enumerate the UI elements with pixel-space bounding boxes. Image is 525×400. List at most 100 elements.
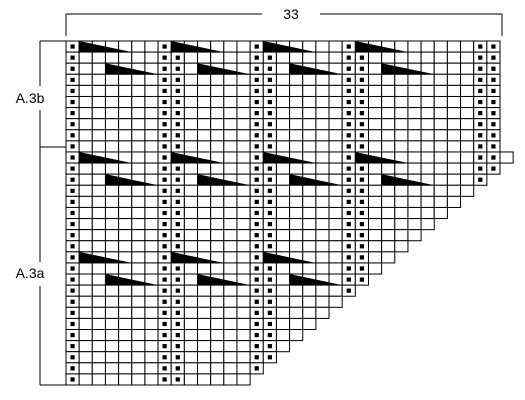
- purl-dot-symbol: [70, 177, 75, 182]
- chart-cell: [118, 362, 133, 375]
- chart-cell: [223, 95, 238, 109]
- chart-cell: [328, 229, 343, 242]
- chart-cell: [460, 173, 475, 186]
- chart-cell: [236, 107, 251, 120]
- decrease-triangle-symbol: [289, 174, 343, 186]
- chart-cell: [104, 362, 120, 375]
- purl-dot-symbol: [478, 66, 483, 71]
- purl-dot-symbol: [359, 199, 365, 205]
- chart-cell: [78, 329, 93, 342]
- chart-cell: [328, 107, 343, 120]
- chart-cell: [275, 73, 291, 86]
- chart-cell: [275, 184, 291, 197]
- chart-cell: [183, 340, 199, 353]
- chart-cell: [210, 206, 225, 220]
- chart-cell: [460, 51, 475, 64]
- chart-cell: [78, 373, 93, 386]
- chart-cell: [223, 306, 238, 319]
- chart-cell: [407, 206, 422, 220]
- chart-cell: [315, 84, 330, 97]
- chart-cell: [367, 195, 383, 208]
- chart-cell: [131, 140, 146, 153]
- purl-dot-symbol: [346, 221, 351, 227]
- chart-cell: [381, 229, 396, 242]
- purl-dot-symbol: [70, 221, 75, 227]
- decrease-triangle-symbol: [263, 251, 316, 263]
- purl-dot-symbol: [70, 144, 75, 149]
- chart-cell: [118, 306, 133, 319]
- chart-cell: [183, 107, 199, 120]
- chart-cell: [78, 73, 93, 86]
- chart-cell: [433, 118, 448, 131]
- chart-cell: [381, 118, 396, 131]
- purl-dot-symbol: [346, 133, 351, 138]
- chart-cell: [446, 107, 462, 120]
- chart-cell: [78, 218, 93, 231]
- chart-cell: [223, 73, 238, 86]
- chart-cell: [118, 240, 133, 253]
- purl-dot-symbol: [267, 210, 272, 216]
- chart-cell: [131, 151, 146, 164]
- chart-cell: [381, 51, 396, 64]
- chart-cell: [78, 262, 93, 275]
- chart-cell: [302, 206, 317, 220]
- chart-cell: [367, 162, 383, 175]
- chart-cell: [131, 240, 146, 253]
- chart-cell: [394, 240, 409, 253]
- chart-cell: [91, 240, 106, 253]
- chart-cell: [131, 329, 146, 342]
- chart-cell: [91, 184, 106, 197]
- purl-dot-symbol: [175, 377, 180, 382]
- purl-dot-symbol: [175, 355, 180, 360]
- chart-cell: [197, 95, 212, 109]
- chart-cell: [275, 195, 291, 208]
- purl-dot-symbol: [70, 99, 75, 105]
- chart-cell: [118, 373, 133, 386]
- purl-dot-symbol: [162, 88, 167, 94]
- section-label-a3b: A.3b: [16, 90, 45, 106]
- chart-cell: [144, 140, 159, 153]
- chart-cell: [183, 95, 199, 109]
- chart-cell: [315, 118, 330, 131]
- chart-cell: [183, 295, 199, 308]
- chart-cell: [131, 40, 146, 53]
- purl-dot-symbol: [478, 177, 483, 182]
- width-label: 33: [283, 6, 299, 22]
- purl-dot-symbol: [478, 99, 483, 105]
- chart-cell: [131, 251, 146, 264]
- chart-cell: [104, 373, 120, 386]
- chart-cell: [223, 162, 238, 175]
- purl-dot-symbol: [254, 355, 259, 360]
- chart-symbols: [70, 41, 496, 382]
- purl-dot-symbol: [254, 166, 259, 171]
- chart-cell: [144, 206, 159, 220]
- chart-cell: [91, 162, 106, 175]
- purl-dot-symbol: [175, 366, 180, 371]
- purl-dot-symbol: [70, 199, 75, 205]
- chart-cell: [91, 107, 106, 120]
- chart-cell: [275, 273, 291, 286]
- purl-dot-symbol: [478, 77, 483, 82]
- purl-dot-symbol: [162, 111, 167, 116]
- chart-cell: [144, 118, 159, 131]
- chart-cell: [394, 84, 409, 97]
- chart-cell: [223, 373, 238, 386]
- purl-dot-symbol: [346, 255, 351, 260]
- decrease-triangle-symbol: [197, 274, 251, 286]
- chart-cell: [315, 107, 330, 120]
- chart-cell: [381, 206, 396, 220]
- chart-cell: [223, 40, 238, 53]
- chart-cell: [144, 329, 159, 342]
- chart-cell: [223, 206, 238, 220]
- chart-cell: [302, 51, 317, 64]
- chart-cell: [210, 95, 225, 109]
- chart-cell: [289, 140, 304, 153]
- chart-cell: [210, 351, 225, 364]
- purl-dot-symbol: [346, 77, 351, 82]
- purl-dot-symbol: [478, 144, 483, 149]
- purl-dot-symbol: [267, 177, 272, 182]
- purl-dot-symbol: [254, 199, 259, 205]
- decrease-triangle-symbol: [105, 63, 159, 75]
- chart-cell: [315, 295, 330, 308]
